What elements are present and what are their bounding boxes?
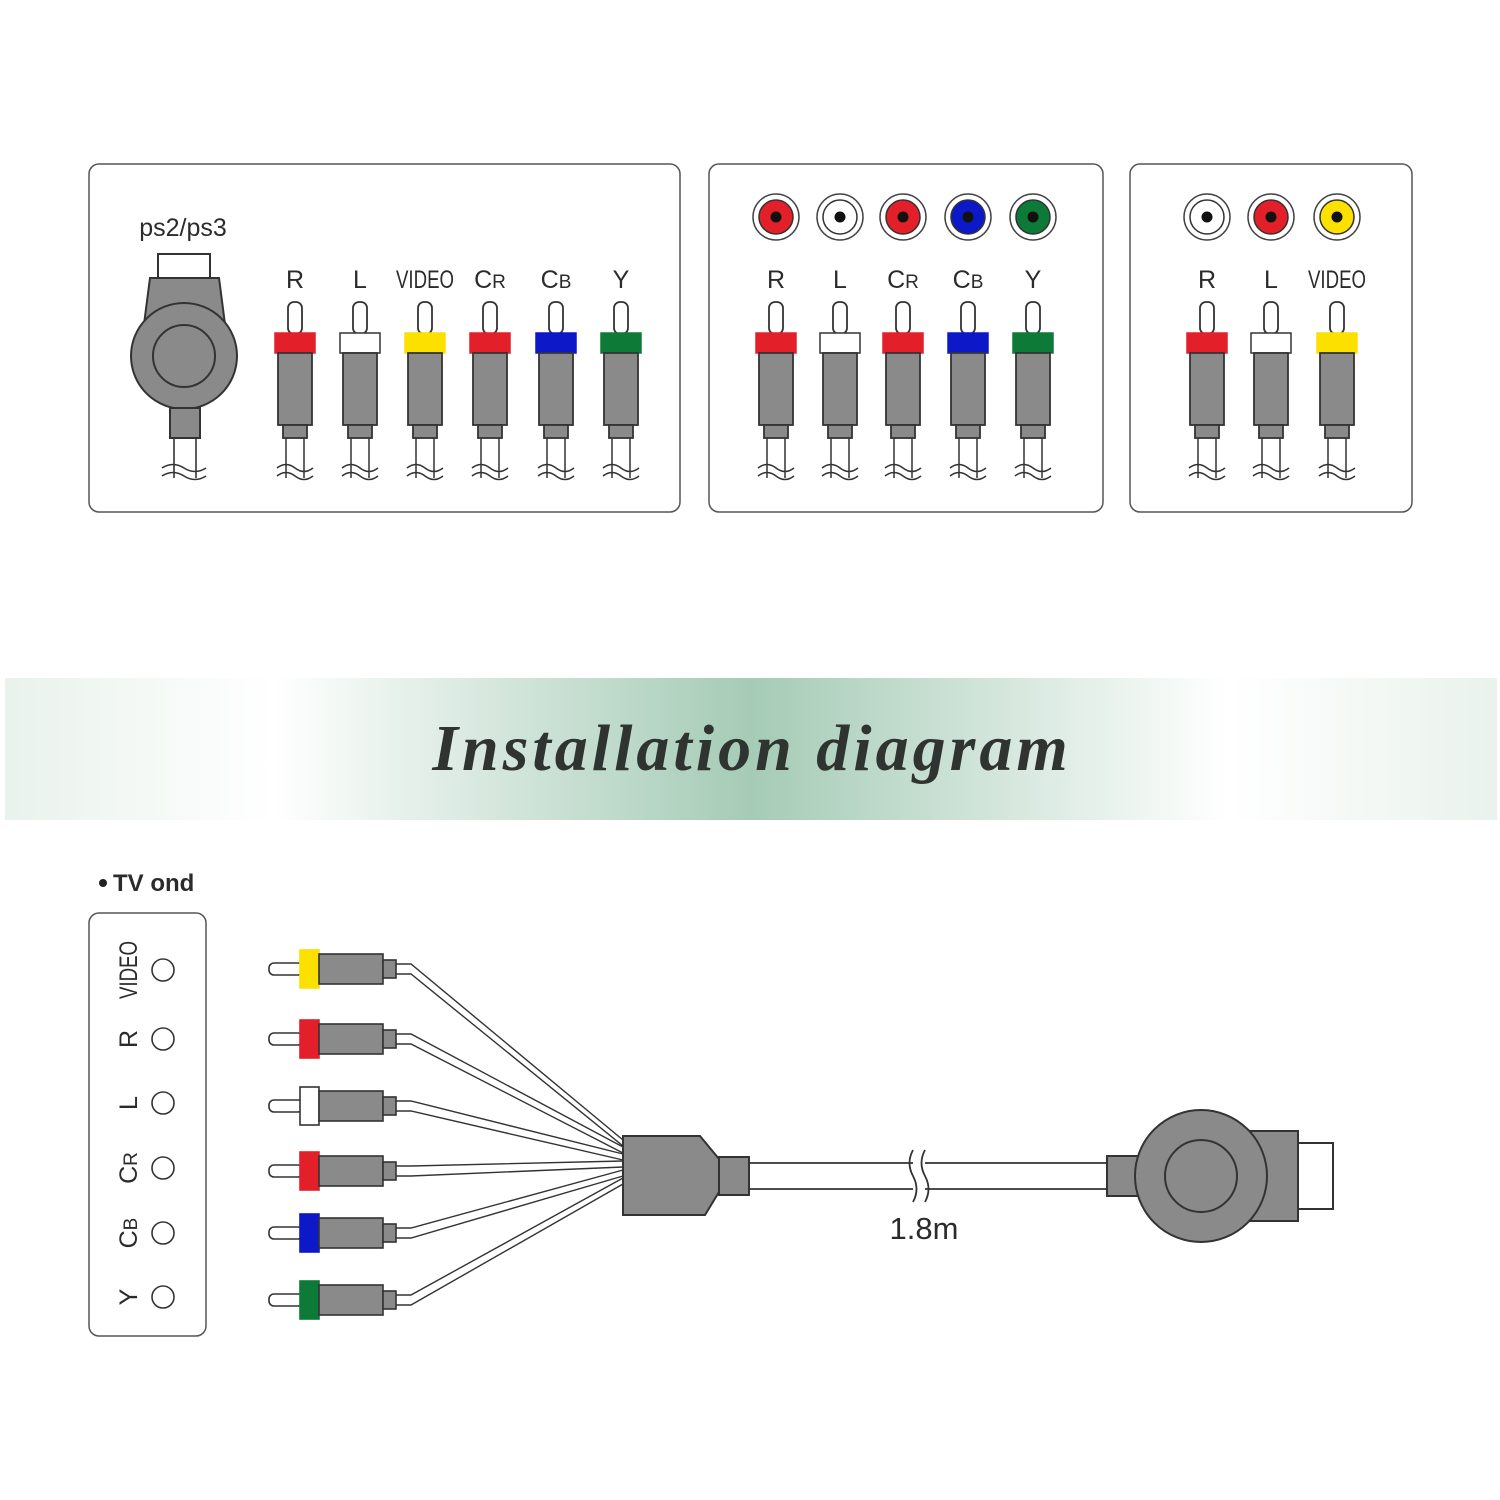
color-band — [274, 332, 316, 354]
plug-label: L — [833, 266, 847, 294]
jack-red — [879, 193, 927, 241]
jack-red — [752, 193, 800, 241]
rca-plug-red — [755, 301, 797, 481]
color-band — [1316, 332, 1358, 354]
cable-length: 1.8m — [890, 1211, 959, 1246]
color-band — [1250, 332, 1292, 354]
plug-label: R — [1198, 266, 1216, 294]
tv-port-label: VIDEO — [115, 941, 143, 999]
plug-label: Y — [1025, 266, 1042, 294]
cable-plug-red — [268, 1019, 397, 1059]
bullet-dot — [99, 879, 107, 887]
rca-plug-yellow — [1316, 301, 1358, 481]
color-band — [299, 1151, 320, 1191]
plug-label: R — [767, 266, 785, 294]
plug-label: L — [1264, 266, 1278, 294]
cable-splitter — [622, 1135, 750, 1216]
color-band — [404, 332, 446, 354]
plug-label: CB — [953, 266, 984, 294]
cable-plug-yellow — [268, 949, 397, 989]
plug-label: R — [286, 266, 304, 294]
main-cable — [749, 1149, 1107, 1203]
rca-plug-red — [882, 301, 924, 481]
jack-green — [1009, 193, 1057, 241]
cable-plug-red — [268, 1151, 397, 1191]
tv-port-label: R — [115, 1030, 143, 1048]
rca-plug-blue — [947, 301, 989, 481]
rca-plug-green — [1012, 301, 1054, 481]
tv-port-label: Y — [115, 1288, 143, 1305]
plug-label: VIDEO — [1308, 266, 1366, 294]
console-connector — [130, 253, 238, 481]
tv-end-label: TV ond — [113, 870, 194, 897]
rca-plug-white — [339, 301, 381, 481]
rca-plug-yellow — [404, 301, 446, 481]
banner-title: Installation diagram — [431, 712, 1071, 785]
rca-plug-red — [469, 301, 511, 481]
cable-plug-green — [268, 1280, 397, 1320]
color-band — [339, 332, 381, 354]
color-band — [600, 332, 642, 354]
jack-red — [1247, 193, 1295, 241]
rca-plug-red — [1186, 301, 1228, 481]
console-connector-end — [1106, 1109, 1334, 1243]
plug-label: CR — [887, 266, 919, 294]
rca-plug-green — [600, 301, 642, 481]
rca-plug-red — [274, 301, 316, 481]
plug-label: CB — [541, 266, 572, 294]
jack-yellow — [1313, 193, 1361, 241]
color-band — [299, 1019, 320, 1059]
color-band — [819, 332, 861, 354]
banner — [5, 678, 1497, 820]
tv-port-label: CB — [115, 1218, 143, 1249]
plug-label: CR — [474, 266, 506, 294]
color-band — [469, 332, 511, 354]
plug-label: VIDEO — [396, 266, 454, 294]
plug-label: Y — [613, 266, 630, 294]
cable-plug-white — [268, 1086, 397, 1126]
color-band — [947, 332, 989, 354]
tv-port-panel — [88, 912, 207, 1337]
color-band — [755, 332, 797, 354]
panel-ps-cable — [88, 163, 681, 513]
color-band — [882, 332, 924, 354]
color-band — [299, 1086, 320, 1126]
color-band — [299, 1213, 320, 1253]
tv-port-label: L — [115, 1096, 143, 1110]
jack-white — [816, 193, 864, 241]
color-band — [535, 332, 577, 354]
plug-label: L — [353, 266, 367, 294]
color-band — [1012, 332, 1054, 354]
rca-plug-white — [819, 301, 861, 481]
tv-port-jack — [151, 1156, 175, 1180]
jack-white — [1183, 193, 1231, 241]
jack-blue — [944, 193, 992, 241]
rca-plug-blue — [535, 301, 577, 481]
tv-port-jack — [151, 1221, 175, 1245]
rca-plug-white — [1250, 301, 1292, 481]
tv-port-jack — [151, 958, 175, 982]
tv-port-label: CR — [115, 1152, 143, 1184]
console-label: ps2/ps3 — [139, 214, 227, 242]
tv-port-jack — [151, 1027, 175, 1051]
color-band — [1186, 332, 1228, 354]
color-band — [299, 949, 320, 989]
tv-port-jack — [151, 1091, 175, 1115]
tv-port-jack — [151, 1285, 175, 1309]
color-band — [299, 1280, 320, 1320]
cable-plug-blue — [268, 1213, 397, 1253]
